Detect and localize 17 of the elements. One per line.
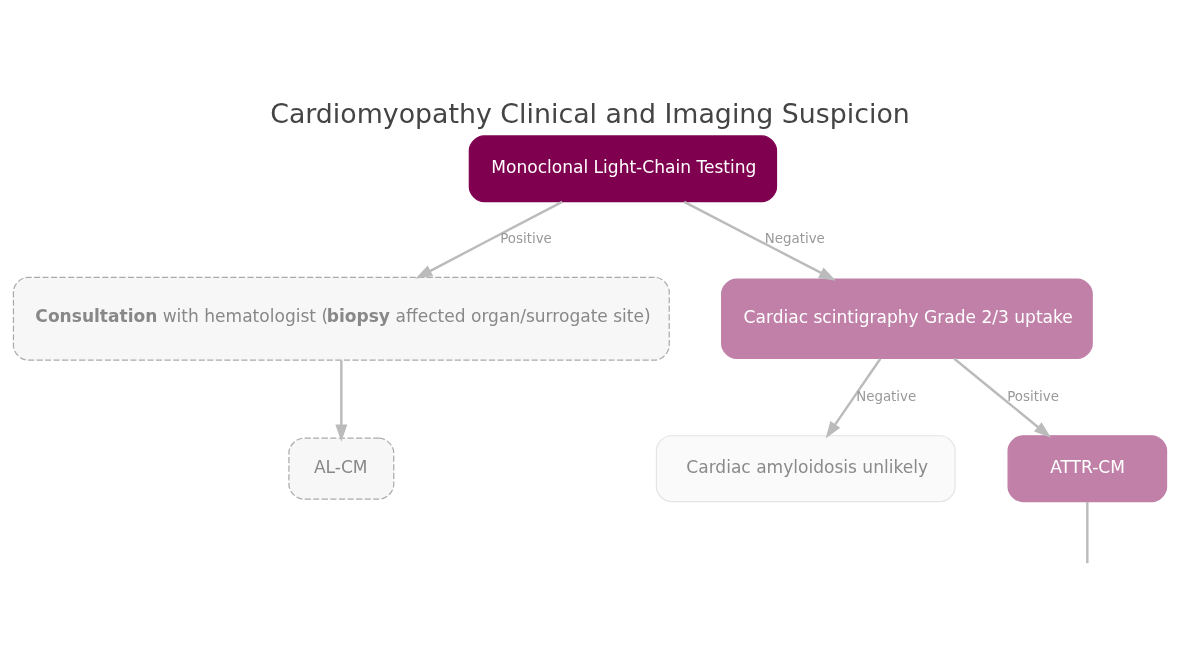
node-box: Monoclonal Light-Chain Testing [468, 134, 778, 202]
diagram-title: Cardiomyopathy Clinical and Imaging Suspicion [270, 97, 910, 129]
arrow [683, 200, 836, 281]
edge-label: Negative [856, 388, 917, 404]
edge-label: Positive [500, 230, 552, 246]
node-box: AL-CM [288, 437, 395, 500]
arrow [825, 357, 882, 438]
edge-label: Negative [764, 230, 825, 246]
node-box: ATTR-CM [1007, 434, 1168, 502]
connector [1086, 501, 1089, 563]
node-box: Cardiac amyloidosis unlikely [655, 434, 956, 502]
edge-label: Positive [1007, 388, 1059, 404]
node-box: Consultation with hematologist (biopsy affected organ/surrogate site) [12, 276, 670, 361]
arrow [953, 357, 1051, 438]
arrow [415, 200, 563, 279]
arrow [335, 359, 348, 442]
node-box: Cardiac scintigraphy Grade 2/3 uptake [721, 278, 1093, 359]
